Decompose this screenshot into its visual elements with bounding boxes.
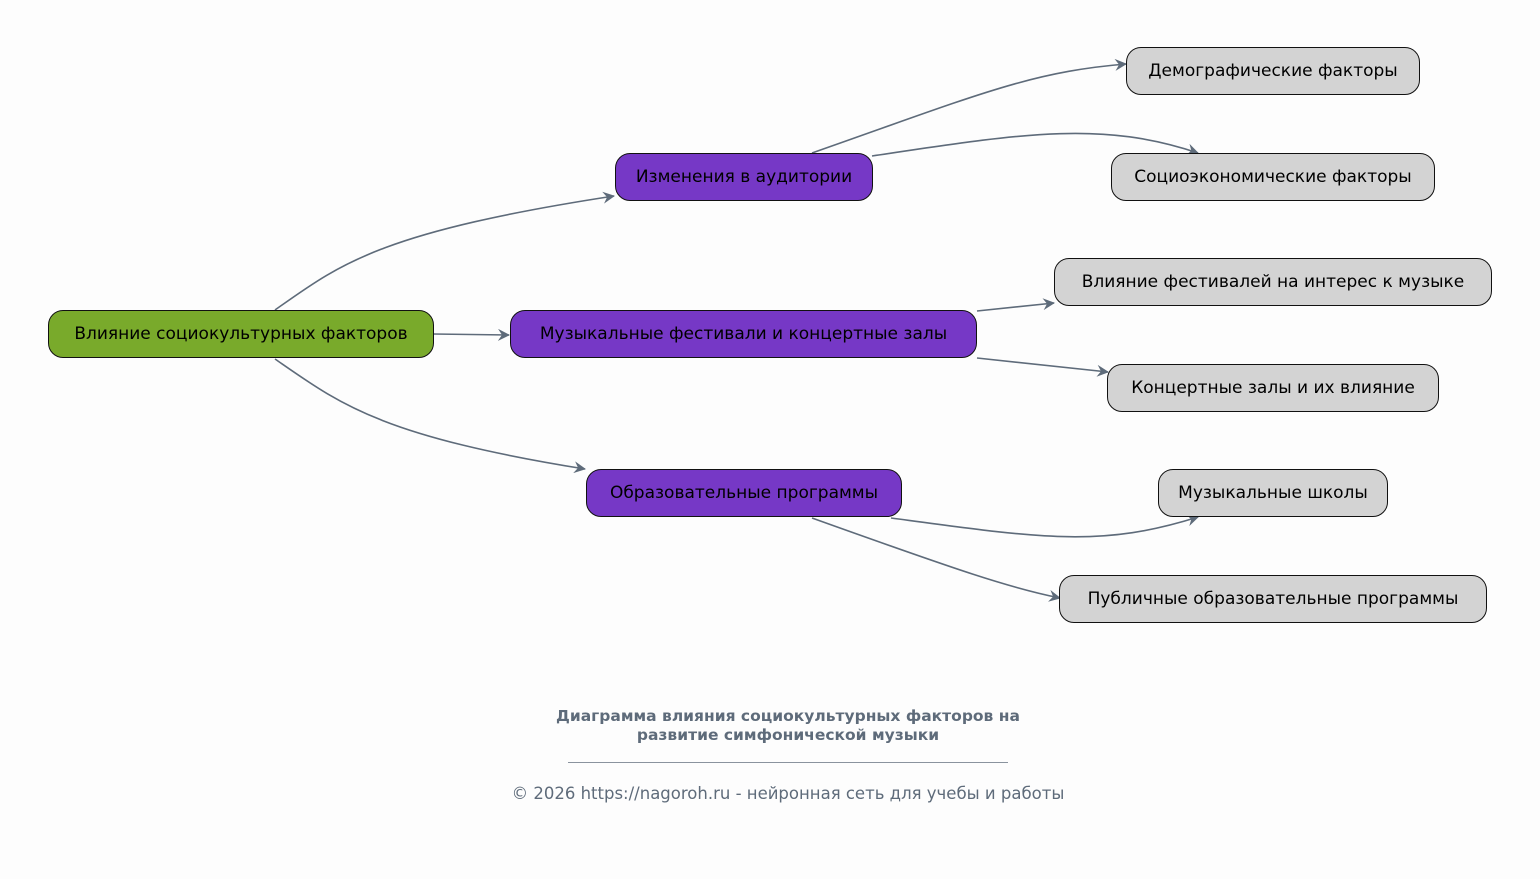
branch-node-label: Образовательные программы: [609, 483, 879, 503]
root-node-label: Влияние социокультурных факторов: [74, 324, 408, 344]
edge-education-to-schools: [890, 514, 1199, 538]
leaf-node-festival-interest[interactable]: Влияние фестивалей на интерес к музыке: [1054, 258, 1492, 306]
leaf-node-label: Музыкальные школы: [1178, 483, 1368, 503]
leaf-node-label: Публичные образовательные программы: [1087, 589, 1459, 609]
branch-node-audience[interactable]: Изменения в аудитории: [615, 153, 873, 201]
edge-audience-to-socio: [871, 132, 1199, 157]
leaf-node-music-schools[interactable]: Музыкальные школы: [1158, 469, 1388, 517]
edge-festivals-to-halls: [976, 357, 1109, 377]
leaf-node-label: Демографические факторы: [1148, 61, 1398, 81]
diagram-title-line-2: развитие симфонической музыки: [636, 726, 940, 744]
leaf-node-label: Влияние фестивалей на интерес к музыке: [1081, 272, 1465, 292]
edge-root-to-education: [274, 358, 586, 474]
branch-node-label: Музыкальные фестивали и концертные залы: [539, 324, 948, 344]
edge-root-to-audience: [274, 191, 615, 311]
leaf-node-public-education[interactable]: Публичные образовательные программы: [1059, 575, 1487, 623]
branch-node-festivals[interactable]: Музыкальные фестивали и концертные залы: [510, 310, 977, 358]
root-node[interactable]: Влияние социокультурных факторов: [48, 310, 434, 358]
caption-divider: [568, 762, 1008, 763]
edge-root-to-festivals: [432, 328, 510, 341]
branch-node-label: Изменения в аудитории: [635, 167, 853, 187]
edges-layer: [274, 58, 1199, 602]
edge-festivals-to-fest-interest: [976, 298, 1055, 312]
diagram-title: Диаграмма влияния социокультурных фактор…: [0, 707, 1540, 745]
edge-education-to-public-edu: [811, 517, 1061, 602]
leaf-node-label: Концертные залы и их влияние: [1131, 378, 1415, 398]
edge-audience-to-demo: [811, 58, 1127, 154]
leaf-node-demographic[interactable]: Демографические факторы: [1126, 47, 1420, 95]
copyright-text: © 2026 https://nagoroh.ru - нейронная се…: [511, 784, 1065, 803]
leaf-node-label: Социоэкономические факторы: [1134, 167, 1412, 187]
leaf-node-concert-halls[interactable]: Концертные залы и их влияние: [1107, 364, 1439, 412]
branch-node-education[interactable]: Образовательные программы: [586, 469, 902, 517]
leaf-node-socioeconomic[interactable]: Социоэкономические факторы: [1111, 153, 1435, 201]
diagram-title-line-1: Диаграмма влияния социокультурных фактор…: [556, 707, 1020, 725]
